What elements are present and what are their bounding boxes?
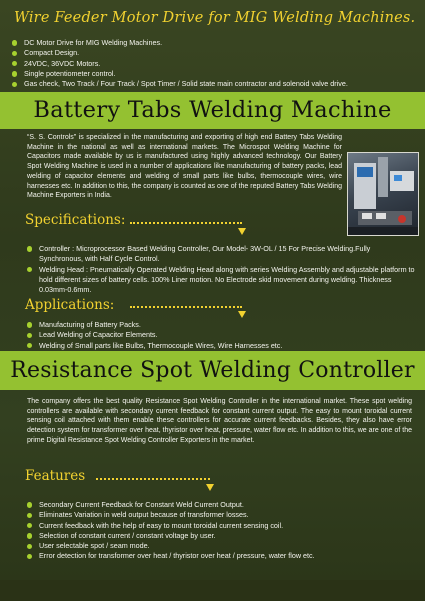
features-list: Secondary Current Feedback for Constant … [25, 500, 415, 562]
list-item: DC Motor Drive for MIG Welding Machines. [10, 38, 415, 48]
arrow-down-icon [206, 484, 214, 491]
list-item: Selection of constant current / constant… [25, 531, 415, 541]
list-item: Single potentiometer control. [10, 69, 415, 79]
list-item: User selectable spot / seam mode. [25, 541, 415, 551]
dotted-divider [130, 306, 242, 308]
wire-feeder-list: DC Motor Drive for MIG Welding Machines.… [10, 38, 415, 89]
list-item: Error detection for transformer over hea… [25, 551, 415, 561]
list-item: Secondary Current Feedback for Constant … [25, 500, 415, 510]
arrow-down-icon [238, 311, 246, 318]
resistance-description: The company offers the best quality Resi… [27, 398, 412, 444]
dotted-divider [130, 222, 242, 224]
list-item: Welding Head : Pneumatically Operated We… [25, 265, 415, 296]
list-item: Eliminates Variation in weld output beca… [25, 510, 415, 520]
list-item: Lead Welding of Capacitor Elements. [25, 330, 415, 340]
resistance-spot-banner: Resistance Spot Welding Controller [0, 351, 425, 390]
battery-intro-text: “S. S. Controls” is specialized in the m… [27, 134, 342, 200]
list-item: Current feedback with the help of easy t… [25, 521, 415, 531]
list-item: Manufacturing of Battery Packs. [25, 320, 415, 330]
list-item: 24VDC, 36VDC Motors. [10, 59, 415, 69]
list-item: Welding of Small parts like Bulbs, Therm… [25, 341, 415, 351]
list-item: Controller : Microprocessor Based Weldin… [25, 244, 415, 265]
applications-list: Manufacturing of Battery Packs. Lead Wel… [25, 320, 415, 351]
features-heading: Features [25, 468, 86, 484]
dotted-divider [96, 478, 210, 480]
battery-tabs-banner: Battery Tabs Welding Machine [0, 92, 425, 129]
welding-machine-image [348, 157, 418, 235]
specifications-list: Controller : Microprocessor Based Weldin… [25, 244, 415, 295]
applications-heading: Applications: [25, 297, 115, 313]
welding-machine-photo [347, 152, 419, 236]
specifications-heading: Specifications: [25, 212, 126, 228]
list-item: Gas check, Two Track / Four Track / Spot… [10, 79, 415, 89]
list-item: Compact Design. [10, 48, 415, 58]
wire-feeder-title: Wire Feeder Motor Drive for MIG Welding … [14, 10, 416, 26]
footer-band [0, 580, 425, 601]
arrow-down-icon [238, 228, 246, 235]
